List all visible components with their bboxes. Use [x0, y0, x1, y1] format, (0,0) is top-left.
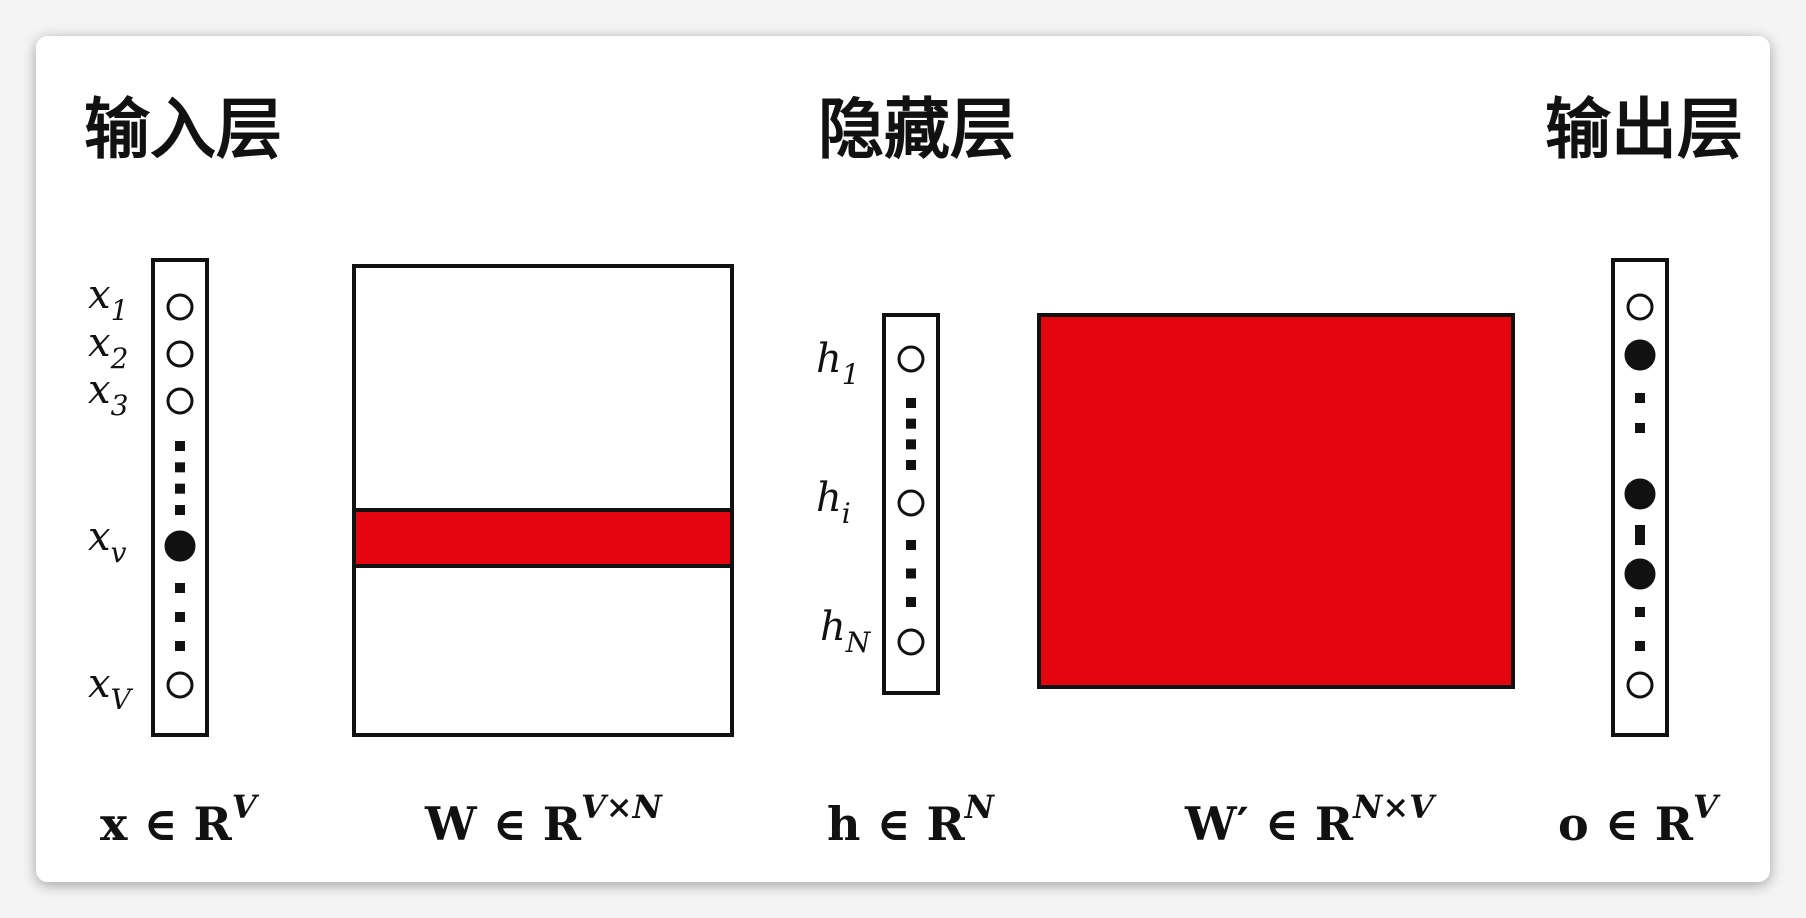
- input-label: xv: [88, 514, 127, 569]
- hidden-nodes: [897, 345, 925, 656]
- input-ellipsis-dot: [175, 462, 185, 473]
- hidden-labels: h1 hi hN: [816, 336, 872, 659]
- input-label: xV: [88, 661, 134, 716]
- label-h-in-rn: h ∈ RN: [827, 788, 996, 851]
- output-node-active: [1624, 339, 1656, 371]
- output-ellipsis-dot: [1635, 607, 1645, 617]
- output-node-active: [1624, 558, 1656, 590]
- hidden-label: h1: [816, 336, 860, 391]
- input-ellipsis-dot: [175, 641, 185, 651]
- output-node: [1626, 293, 1654, 321]
- input-nodes: [164, 293, 196, 699]
- input-layer-header: 输入层: [84, 91, 282, 168]
- output-nodes: [1624, 293, 1656, 699]
- hidden-ellipsis-dot: [906, 398, 916, 408]
- hidden-node: [897, 628, 925, 656]
- input-node-active: [164, 530, 196, 562]
- hidden-layer-header: 隐藏层: [818, 91, 1016, 168]
- input-label: x3: [88, 367, 128, 422]
- input-ellipsis-dot: [175, 583, 185, 593]
- hidden-label: hi: [816, 475, 851, 530]
- hidden-node: [897, 345, 925, 373]
- output-node-active: [1624, 478, 1656, 510]
- input-ellipsis-dot: [175, 483, 185, 494]
- input-ellipsis-dot: [175, 505, 185, 515]
- input-ellipsis-dot: [175, 612, 185, 622]
- hidden-node: [897, 489, 925, 517]
- label-w-in-rvn: W ∈ RV×N: [424, 788, 664, 851]
- output-node: [1626, 671, 1654, 699]
- output-ellipsis-dot: [1635, 393, 1645, 403]
- output-ellipsis-dot: [1635, 423, 1645, 433]
- weight-matrix-w-prime: [1037, 313, 1515, 689]
- hidden-label: hN: [820, 604, 872, 659]
- hidden-ellipsis-dot: [906, 439, 916, 450]
- weight-matrix-w: [352, 264, 734, 737]
- input-vector-box: [151, 258, 209, 737]
- input-node: [166, 671, 194, 699]
- weight-matrix-w-highlight-row: [352, 508, 734, 568]
- label-o-in-rv: o ∈ RV: [1558, 788, 1721, 851]
- hidden-ellipsis-dot: [906, 540, 916, 550]
- input-ellipsis-dot: [175, 441, 185, 451]
- input-label: x1: [88, 272, 128, 327]
- input-node: [166, 293, 194, 321]
- label-x-in-rv: x ∈ RV: [100, 788, 260, 851]
- output-ellipsis-dot: [1635, 525, 1645, 535]
- hidden-ellipsis-dot: [906, 568, 916, 579]
- output-ellipsis-dot: [1635, 535, 1645, 545]
- hidden-ellipsis-dot: [906, 418, 916, 429]
- output-layer-header: 输出层: [1545, 91, 1743, 168]
- label-w-prime-in-rnv: W′ ∈ RN×V: [1184, 788, 1437, 851]
- input-label: x2: [88, 320, 128, 375]
- hidden-ellipsis-dot: [906, 460, 916, 470]
- input-node: [166, 340, 194, 368]
- input-node: [166, 387, 194, 415]
- hidden-ellipsis-dot: [906, 597, 916, 607]
- output-ellipsis-dot: [1635, 641, 1645, 651]
